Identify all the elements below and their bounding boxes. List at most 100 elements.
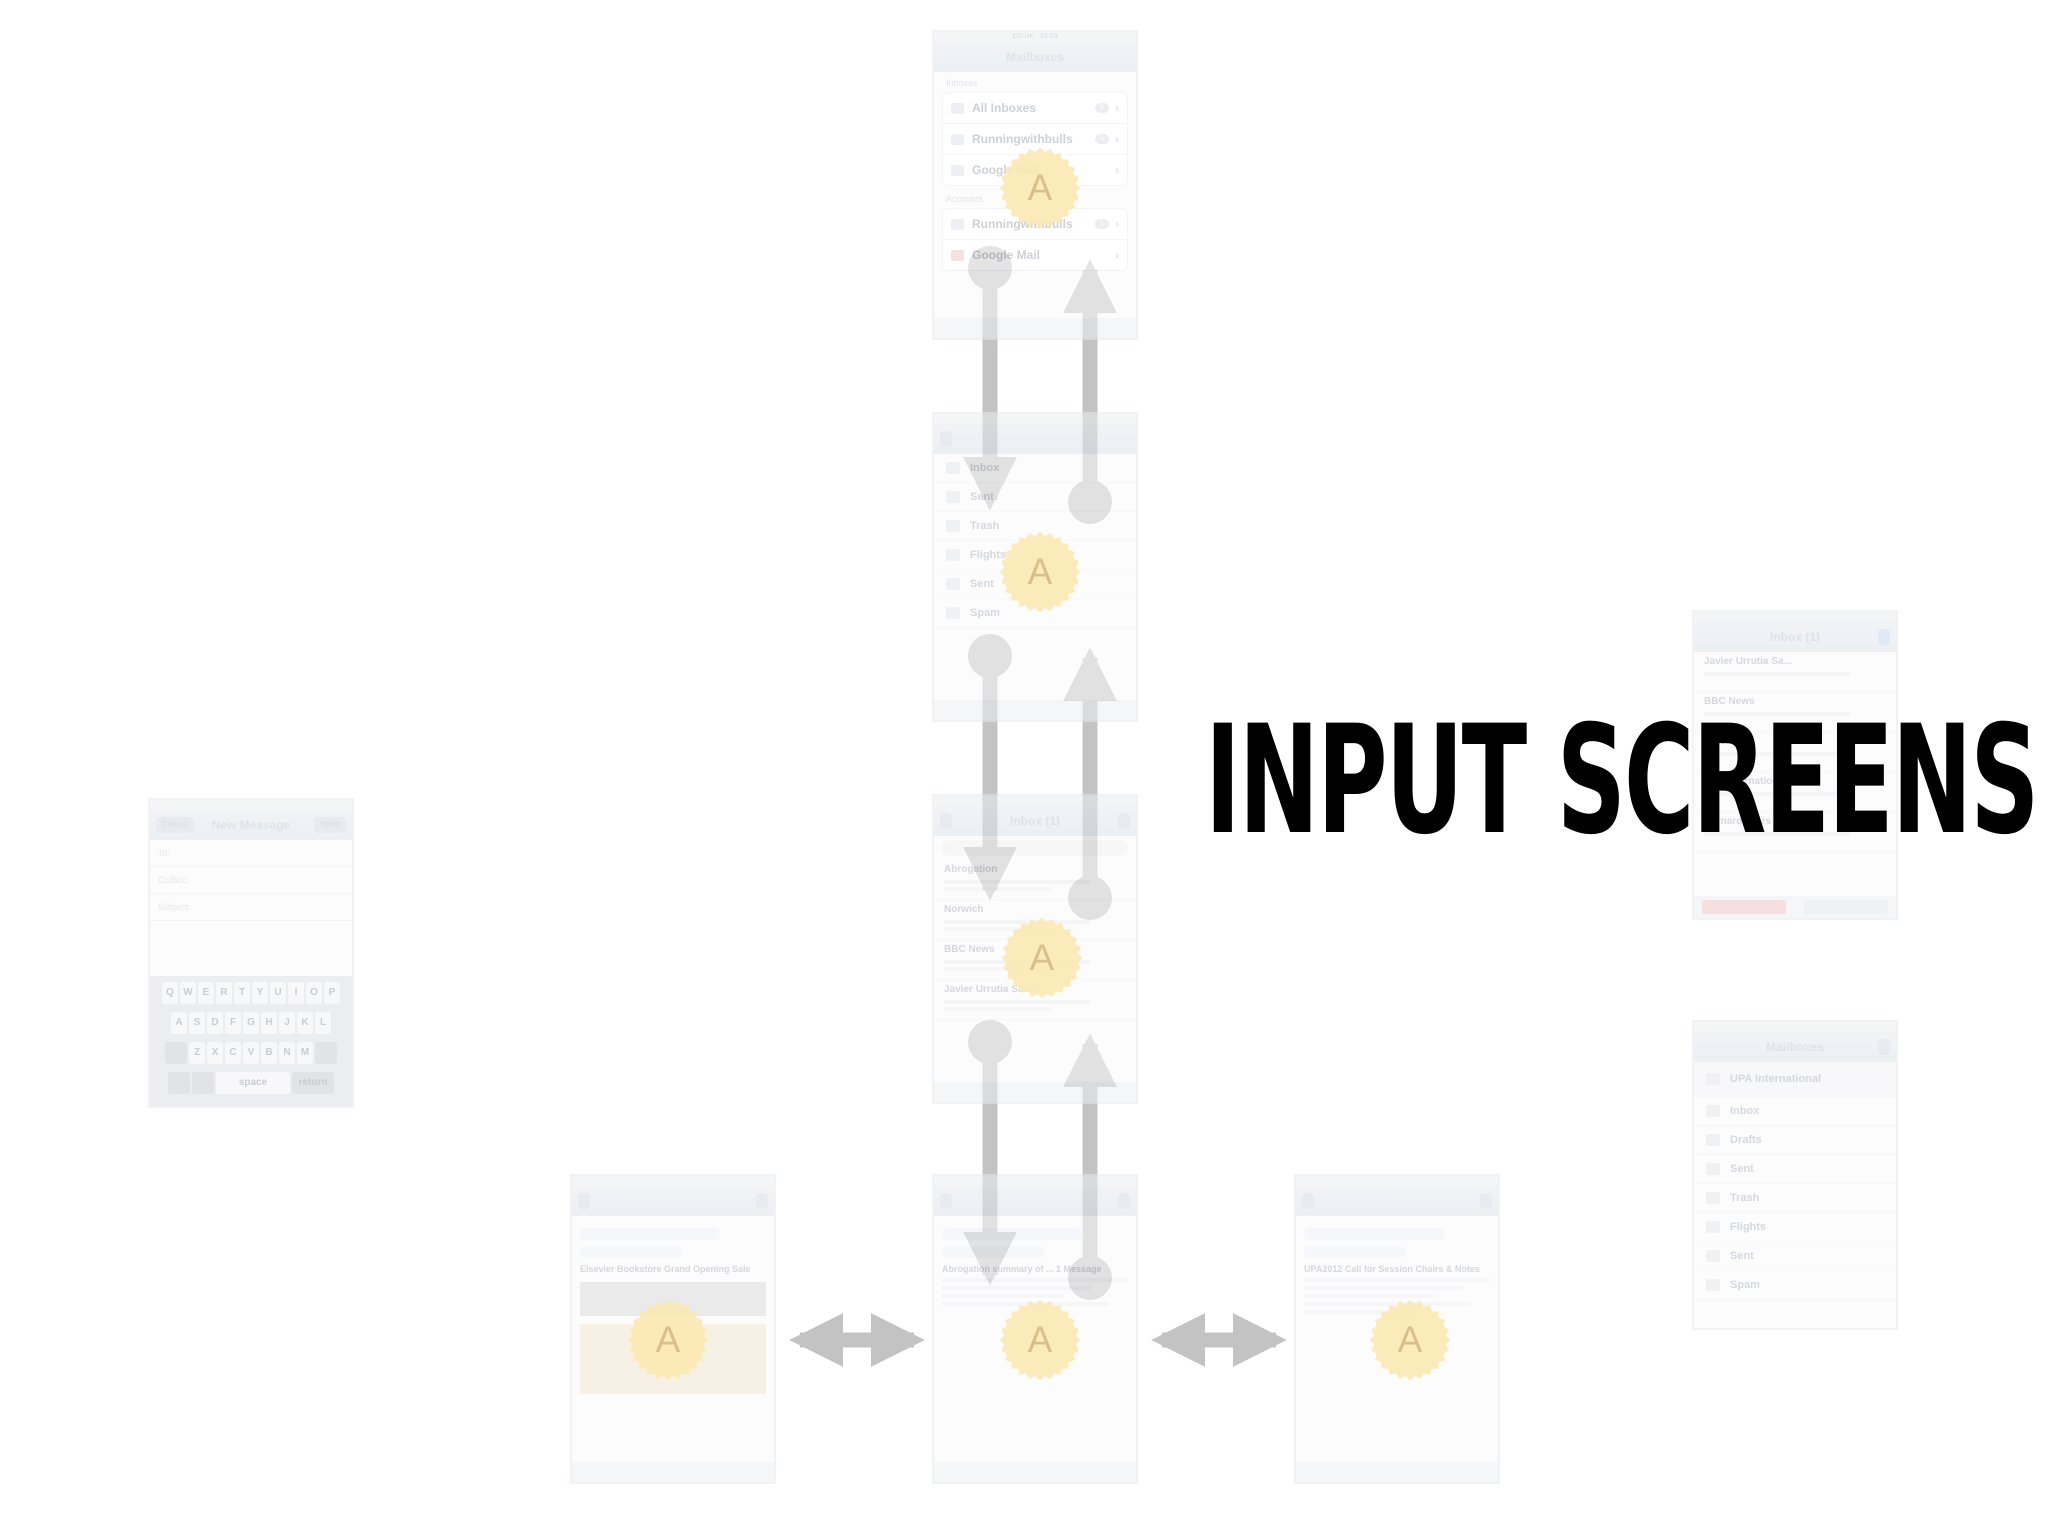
toolbar — [934, 700, 1136, 720]
folder-label: Inbox — [1730, 1105, 1760, 1117]
subject-field[interactable]: Subject: — [150, 894, 352, 921]
status-bar — [934, 1176, 1136, 1186]
message-row[interactable]: Norwich — [1694, 732, 1896, 772]
account-label: UPA International — [1730, 1073, 1822, 1085]
body-line — [1304, 1302, 1472, 1306]
keyboard-key[interactable]: J — [279, 1012, 295, 1034]
return-key[interactable]: return — [292, 1072, 334, 1094]
screen-folders: Inbox Sent Trash Flights Sent Spam — [932, 412, 1138, 722]
delete-button[interactable] — [1702, 900, 1786, 914]
sender: Javier Urrutia Sa... — [1704, 656, 1792, 667]
status-time: 18:53 — [1039, 33, 1058, 40]
keyboard-key[interactable]: O — [306, 982, 322, 1004]
keyboard-key[interactable]: H — [261, 1012, 277, 1034]
mailbox-label: Runningwithbulls — [972, 132, 1073, 146]
keyboard-key[interactable]: L — [315, 1012, 331, 1034]
keyboard-key[interactable]: A — [171, 1012, 187, 1034]
preview — [944, 887, 1054, 891]
keyboard-key[interactable]: G — [243, 1012, 259, 1034]
keyboard-key[interactable]: Y — [252, 982, 268, 1004]
status-bar: O2-UK 18:53 — [934, 32, 1136, 42]
to-field[interactable]: To: — [150, 840, 352, 867]
shift-key[interactable] — [165, 1042, 187, 1064]
body-line — [942, 1278, 1128, 1282]
to-line — [942, 1246, 1045, 1258]
folder-row[interactable]: Drafts — [1694, 1126, 1896, 1155]
cancel-button[interactable] — [1878, 1039, 1890, 1055]
folder-row[interactable]: Sent — [934, 483, 1136, 512]
chevron-right-icon: › — [1115, 163, 1119, 177]
back-button[interactable] — [940, 431, 952, 447]
message-row[interactable]: Javier Urrutia San... — [934, 980, 1136, 1020]
folder-row[interactable]: Sent — [1694, 1242, 1896, 1271]
badge-letter: A — [1028, 1319, 1053, 1360]
folder-row[interactable]: Inbox — [1694, 1097, 1896, 1126]
keyboard-key[interactable]: T — [234, 982, 250, 1004]
keyboard-key[interactable]: Z — [189, 1042, 205, 1064]
keyboard-key[interactable]: I — [288, 982, 304, 1004]
folder-row[interactable]: Inbox — [934, 454, 1136, 483]
folder-icon — [946, 578, 960, 590]
folder-label: Inbox — [970, 462, 1000, 474]
keyboard-key[interactable]: F — [225, 1012, 241, 1034]
sender: Javier Urrutia San... — [944, 984, 1038, 995]
keyboard-key[interactable]: E — [198, 982, 214, 1004]
sender: BBC News — [1704, 696, 1755, 707]
message-row[interactable]: BBC News — [1694, 692, 1896, 732]
cancel-button[interactable]: Cancel — [156, 817, 195, 833]
message-row[interactable]: UPA International — [1694, 772, 1896, 812]
keyboard-key[interactable]: P — [324, 982, 340, 1004]
move-button[interactable] — [1804, 900, 1888, 914]
keyboard-key[interactable]: N — [279, 1042, 295, 1064]
message-row[interactable]: Javier Urrutia Sa... — [1694, 652, 1896, 692]
folder-icon — [1706, 1134, 1720, 1146]
preview — [944, 920, 1090, 924]
keyboard-key[interactable]: D — [207, 1012, 223, 1034]
keyboard-key[interactable]: R — [216, 982, 232, 1004]
folder-label: Flights — [1730, 1221, 1767, 1233]
next-prev-buttons[interactable] — [1480, 1193, 1492, 1209]
message-row[interactable]: Abrogation — [934, 860, 1136, 900]
cc-field[interactable]: Cc/Bcc: — [150, 867, 352, 894]
keyboard-key[interactable]: C — [225, 1042, 241, 1064]
message-row[interactable]: Bernard Tyers — [1694, 812, 1896, 852]
annotation-seal-badge: A — [999, 1299, 1081, 1381]
back-button[interactable] — [578, 1193, 590, 1209]
folder-label: Spam — [970, 607, 1000, 619]
back-button[interactable] — [1302, 1193, 1314, 1209]
back-button[interactable] — [940, 1193, 952, 1209]
keyboard-key[interactable]: M — [297, 1042, 313, 1064]
keyboard-key[interactable]: K — [297, 1012, 313, 1034]
space-key[interactable]: space — [216, 1072, 290, 1094]
globe-key[interactable] — [168, 1072, 190, 1094]
account-row[interactable]: Google Mail› — [943, 240, 1127, 270]
next-prev-buttons[interactable] — [1118, 1193, 1130, 1209]
folder-row[interactable]: Spam — [934, 599, 1136, 628]
folder-row[interactable]: Spam — [1694, 1271, 1896, 1300]
folder-label: Sent — [970, 491, 994, 503]
keyboard-key[interactable]: X — [207, 1042, 223, 1064]
folder-label: Sent — [1730, 1163, 1754, 1175]
keyboard-key[interactable]: W — [180, 982, 196, 1004]
send-button[interactable]: Send — [314, 817, 346, 833]
folder-row[interactable]: Flights — [1694, 1213, 1896, 1242]
edit-button[interactable] — [1118, 813, 1130, 829]
sender: Norwich — [944, 904, 984, 915]
folder-row[interactable]: Sent — [1694, 1155, 1896, 1184]
next-prev-buttons[interactable] — [756, 1193, 768, 1209]
folder-row[interactable]: Trash — [1694, 1184, 1896, 1213]
keyboard-key[interactable]: V — [243, 1042, 259, 1064]
search-input[interactable] — [942, 840, 1128, 856]
keyboard-key[interactable]: Q — [162, 982, 178, 1004]
back-button[interactable] — [940, 813, 952, 829]
toolbar — [934, 318, 1136, 338]
cancel-button[interactable] — [1878, 629, 1890, 645]
backspace-key[interactable] — [315, 1042, 337, 1064]
keyboard-key[interactable]: U — [270, 982, 286, 1004]
body-line — [1304, 1286, 1463, 1290]
numbers-key[interactable] — [192, 1072, 214, 1094]
from-line — [580, 1228, 720, 1240]
keyboard-key[interactable]: B — [261, 1042, 277, 1064]
keyboard-key[interactable]: S — [189, 1012, 205, 1034]
